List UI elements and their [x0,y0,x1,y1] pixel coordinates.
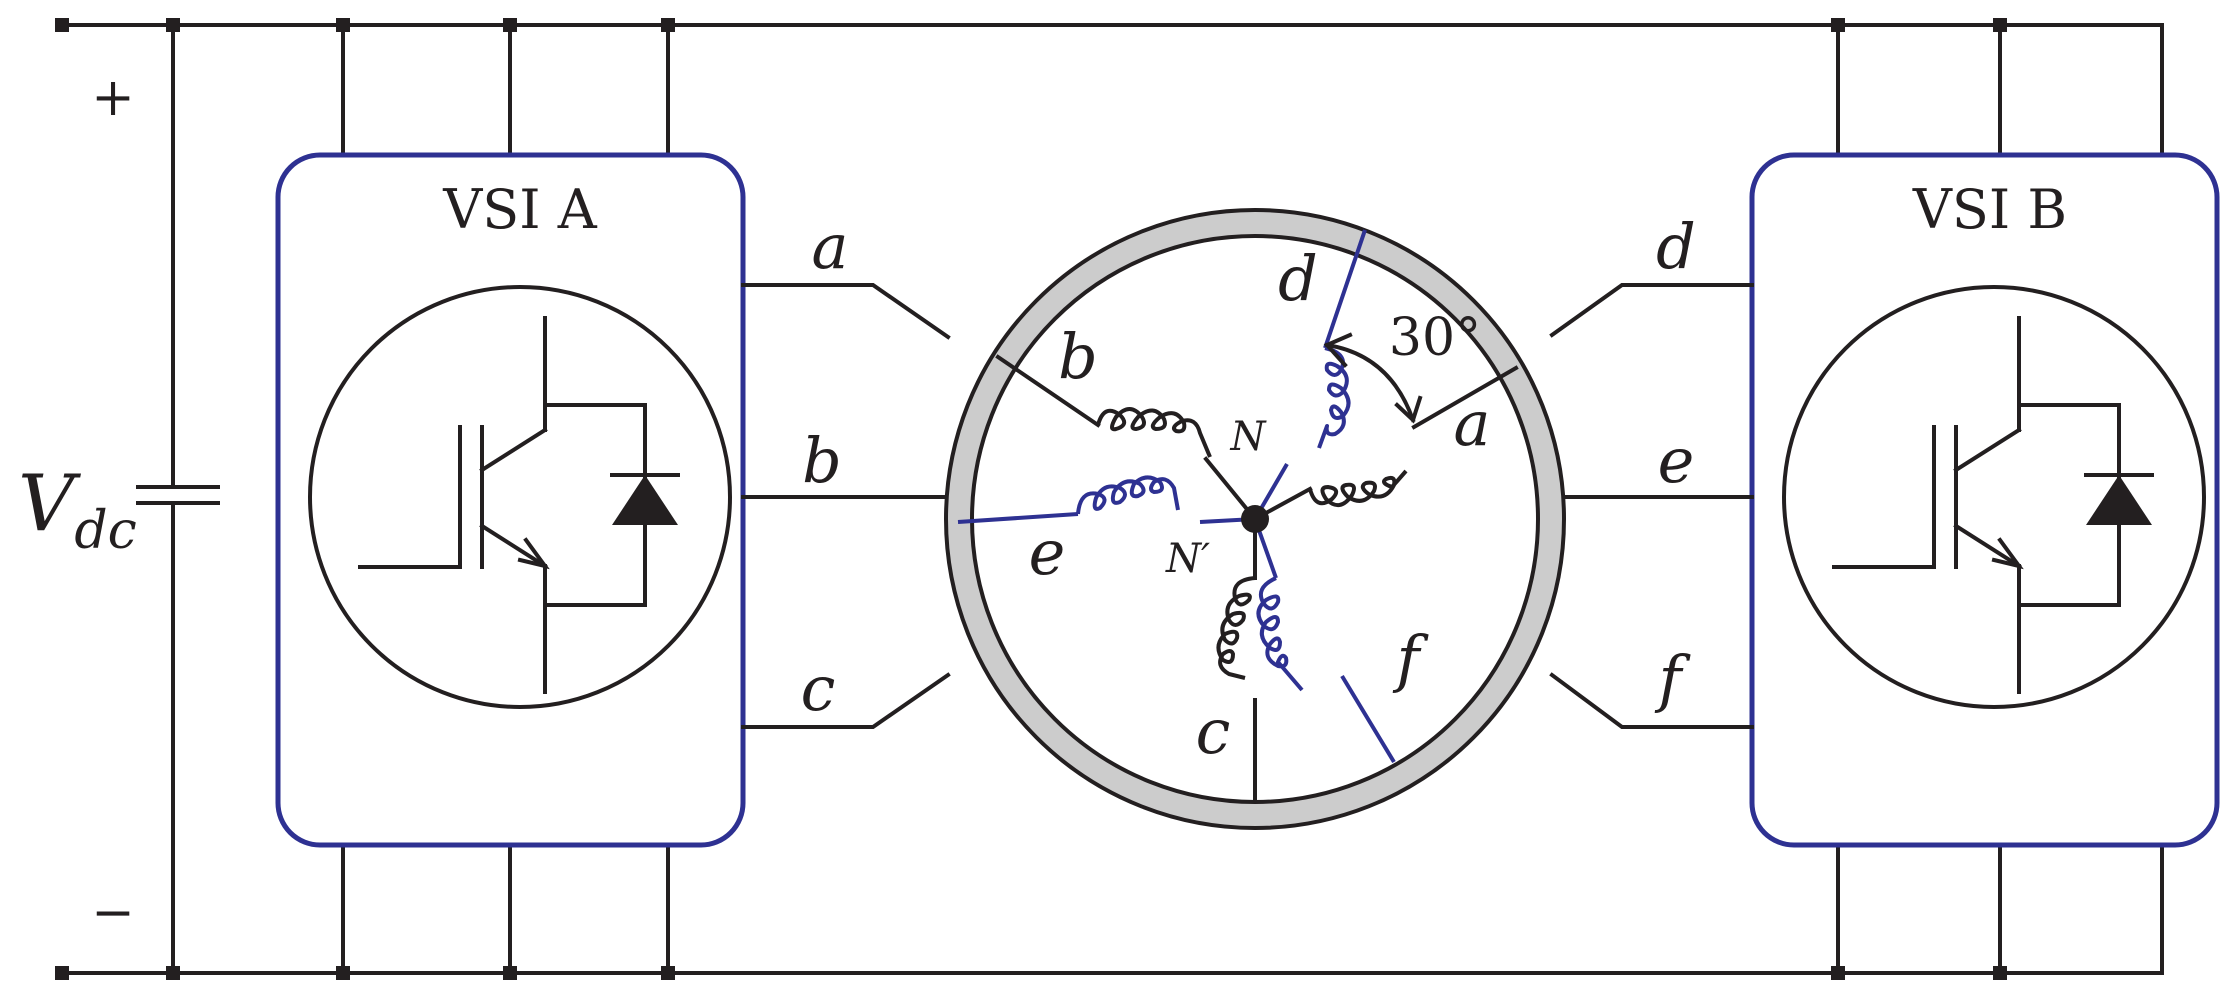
conn-phase-f [1549,672,1754,729]
phase-connections-b: d e f [1549,210,1754,729]
diode-b [2086,475,2152,525]
minus-sign: − [91,883,135,943]
dc-link-capacitor [136,18,220,980]
winding-label-b: b [1058,320,1098,393]
vdc-label: Vdc [18,459,137,561]
vsi-b-junction-1 [1831,18,1845,32]
winding-label-e: e [1029,516,1066,589]
vsi-a-junction-4 [336,966,350,980]
winding-e-coil [1076,475,1180,515]
igbt-a-diode-top-branch [543,403,647,492]
cap-junction-top [166,18,180,32]
vsi-b-junction-3 [1831,966,1845,980]
winding-label-d: d [1278,242,1318,315]
angle-arc [1324,342,1416,423]
winding-a-coil [1308,469,1408,507]
vsi-b: VSI B [1749,18,2220,980]
vsi-b-title: VSI B [1912,178,2067,241]
igbt-a-collector-diag [479,427,548,473]
igbt-a-arrow [517,537,550,570]
angle-indicator: 30° [1323,308,1481,424]
neutral-point [1241,505,1269,533]
negative-terminal [55,966,69,980]
igbt-b-diode-top-branch [2017,403,2121,492]
winding-a-lead [1411,365,1519,430]
winding-labels: b e c f d a N N′ [1029,242,1491,768]
igbt-a-diode-bottom-branch [543,523,647,607]
vsi-a-junction-2 [503,18,517,32]
phase-c-label: c [801,652,836,725]
angle-label: 30° [1389,308,1481,368]
vsi-a: VSI A [275,18,746,980]
igbt-a-circle [308,285,732,709]
angle-arrow-head-bottom [1394,395,1423,424]
vsi-a-title: VSI A [442,178,597,241]
vsi-b-junction-2 [1993,18,2007,32]
phase-e-label: e [1658,424,1695,497]
phase-b-label: b [802,424,842,497]
winding-b-lead [995,354,1101,428]
winding-b-coil [1096,407,1212,458]
vsi-a-junction-5 [503,966,517,980]
phase-f-label: f [1655,642,1692,715]
igbt-symbol-a [308,285,732,709]
igbt-b-collector-diag [1953,427,2022,473]
positive-terminal [55,18,69,32]
vsi-b-box [1749,152,2220,848]
vsi-b-junction-4 [1993,966,2007,980]
windings [957,229,1519,802]
igbt-b-circle [1782,285,2206,709]
igbt-symbol-b [1782,285,2206,709]
winding-e-lead [957,512,1079,524]
winding-label-c: c [1196,695,1231,768]
cap-junction-bottom [166,966,180,980]
winding-c-coil [1216,576,1256,680]
vsi-a-junction-3 [661,18,675,32]
vsi-a-junction-1 [336,18,350,32]
neutral-label-n: N [1230,414,1268,460]
winding-d-lead [1323,229,1367,349]
phase-connections-a: a b c [741,210,951,729]
vsi-a-box [275,152,746,848]
conn-phase-a [741,283,951,340]
winding-label-a: a [1454,387,1491,460]
phase-d-label: d [1656,210,1696,283]
plus-sign: + [91,68,135,128]
igbt-b-arrow [1991,537,2024,570]
igbt-b-emitter-diag [1953,523,2022,569]
igbt-b-diode-bottom-branch [2017,523,2121,607]
winding-f-coil [1256,576,1304,692]
winding-d-coil [1317,346,1351,449]
winding-f-lead [1340,674,1396,764]
phase-a-label: a [812,210,849,283]
igbt-a-emitter-diag [479,523,548,569]
conn-phase-d [1549,283,1754,338]
conn-phase-c [741,672,951,729]
diode-a [612,475,678,525]
neutral-label-n-prime: N′ [1165,536,1210,582]
vsi-a-junction-6 [661,966,675,980]
angle-arrow-head-top [1323,332,1353,368]
